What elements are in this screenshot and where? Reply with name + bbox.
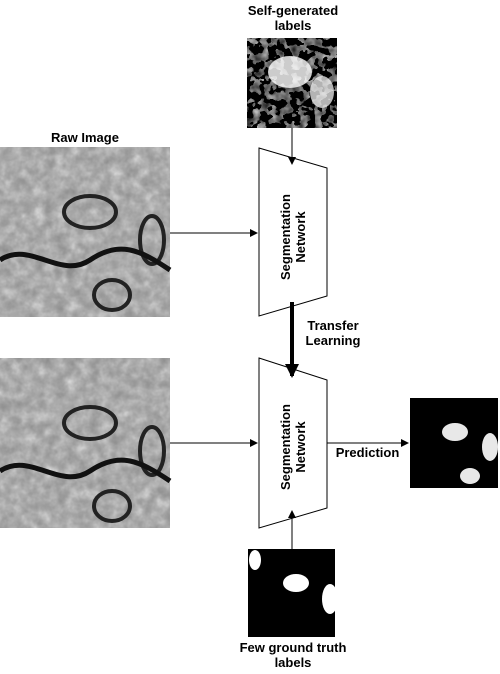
few-ground-truth-caption: Few ground truth labels [239, 640, 347, 670]
self-generated-labels-image [247, 38, 337, 128]
segmentation-network-top-label: Segmentation Network [278, 194, 308, 280]
raw-image-caption: Raw Image [51, 130, 119, 145]
segmentation-network-bottom-label: Segmentation Network [278, 404, 308, 490]
raw-image-bottom [0, 358, 172, 528]
transfer-learning-caption: Transfer Learning [305, 318, 361, 348]
prediction-caption: Prediction [335, 445, 400, 460]
raw-image-top [0, 147, 172, 317]
segmentation-network-bottom-shape [258, 357, 328, 529]
ground-truth-image [248, 549, 338, 637]
segmentation-network-top-shape [258, 147, 328, 317]
prediction-image [410, 398, 498, 488]
self-generated-labels-caption: Self-generated labels [247, 3, 339, 33]
